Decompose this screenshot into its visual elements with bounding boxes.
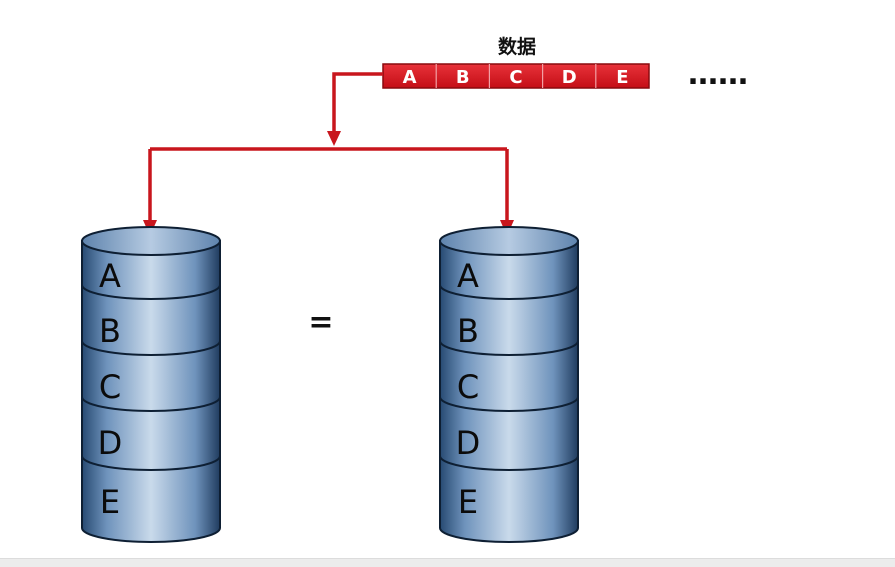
disk-block-e: E xyxy=(100,483,120,521)
disk-block-d: D xyxy=(98,424,123,462)
disk-block-b: B xyxy=(99,312,121,350)
disk-top xyxy=(439,226,579,256)
disk-block-c: C xyxy=(99,368,121,406)
data-strip-frame xyxy=(382,63,650,89)
mirror-arrows xyxy=(143,72,514,236)
data-title: 数据 xyxy=(498,35,536,58)
disk-block-b: B xyxy=(457,312,479,350)
disk-segment-divider xyxy=(81,340,221,356)
data-block-a: A xyxy=(403,67,417,88)
data-block-e: E xyxy=(616,67,628,88)
equals-sign: = xyxy=(308,305,333,340)
continuation-dots: …… xyxy=(688,57,748,92)
disk-segment-divider xyxy=(81,455,221,471)
data-block-b: B xyxy=(456,67,470,88)
disk-top xyxy=(81,226,221,256)
feed-line xyxy=(332,72,383,134)
data-block-c: C xyxy=(509,67,522,88)
bottom-strip xyxy=(0,558,895,567)
disk-block-e: E xyxy=(458,483,478,521)
disk-block-d: D xyxy=(456,424,481,462)
disk-segment-divider xyxy=(439,455,579,471)
disk-segment-divider xyxy=(439,396,579,412)
disk-segment-divider xyxy=(439,340,579,356)
disk-block-a: A xyxy=(99,257,121,295)
feed-arrowhead xyxy=(327,131,341,146)
disk-segment-divider xyxy=(439,284,579,300)
data-strip: A B C D E xyxy=(382,63,650,89)
disk-block-c: C xyxy=(457,368,479,406)
data-block-d: D xyxy=(562,67,577,88)
disk-body xyxy=(439,240,579,543)
disk-body xyxy=(81,240,221,543)
disk-block-a: A xyxy=(457,257,479,295)
disk-segment-divider xyxy=(81,284,221,300)
disk-segment-divider xyxy=(81,396,221,412)
